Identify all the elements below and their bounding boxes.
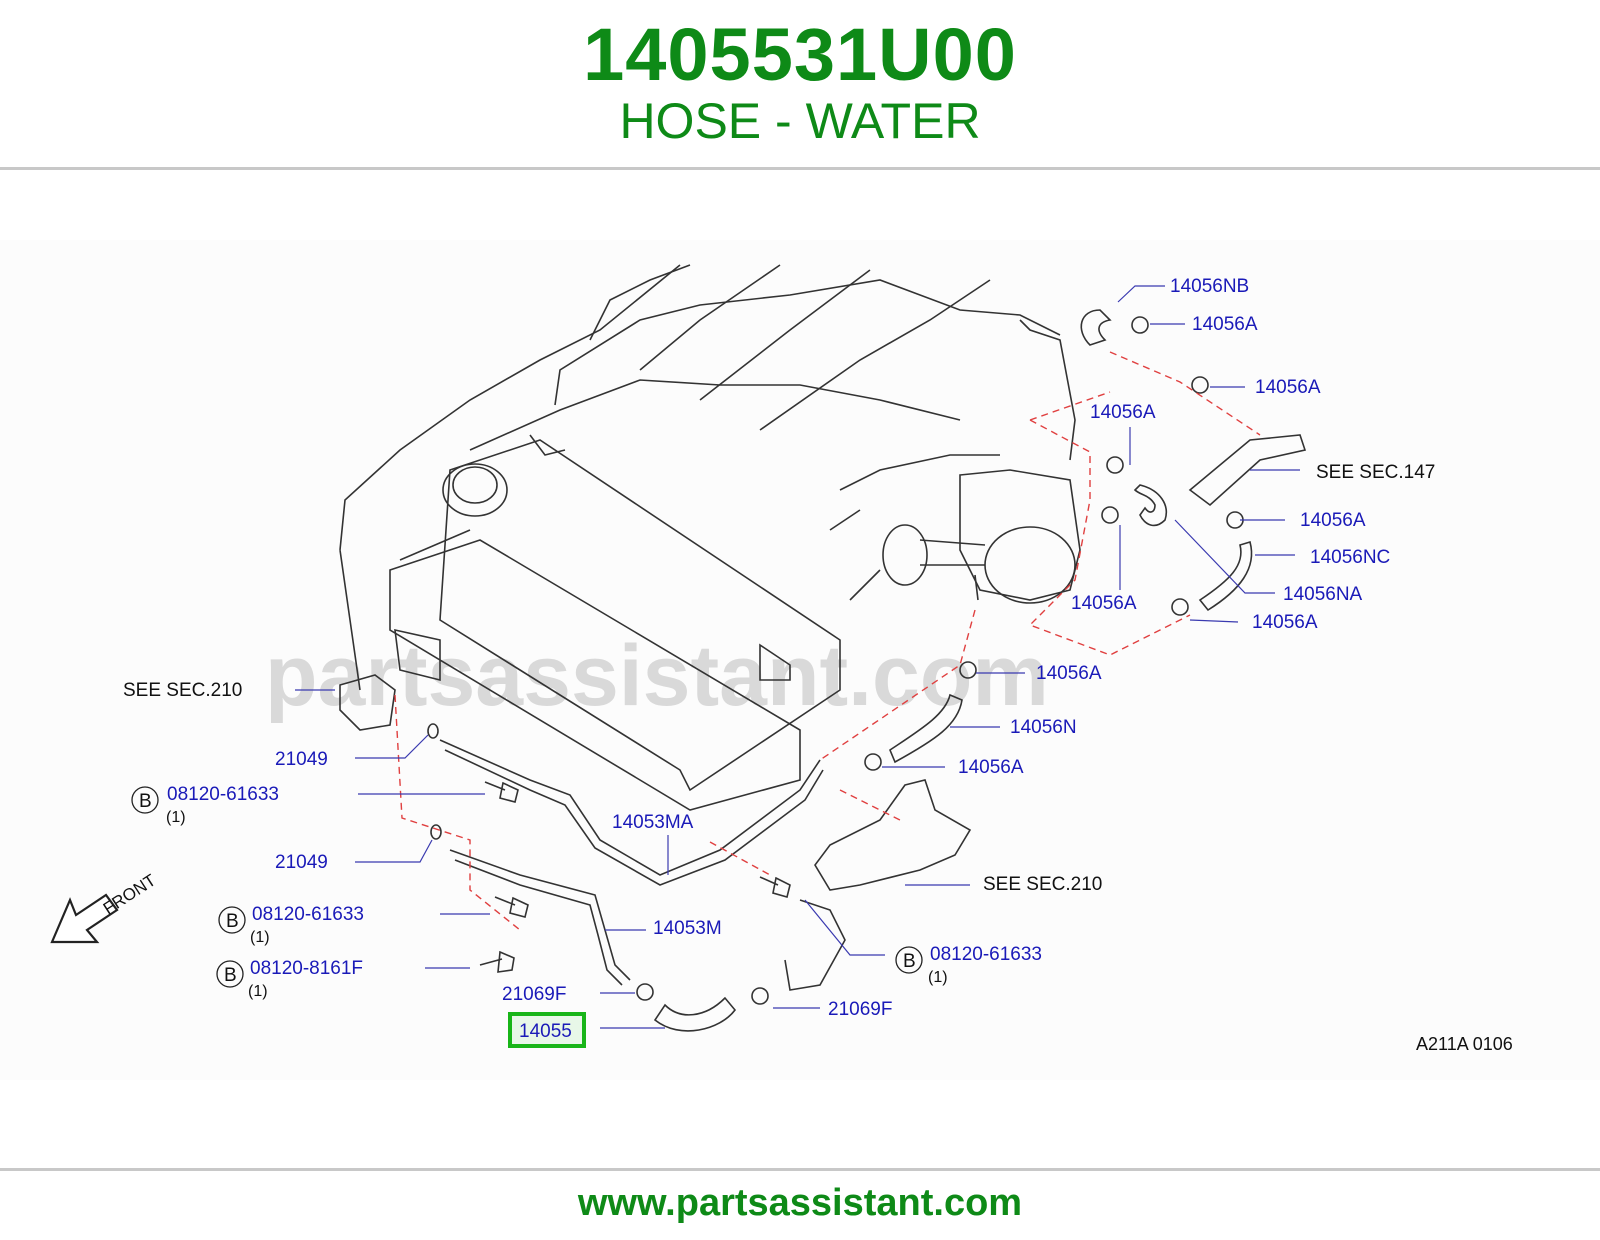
engine-drawing bbox=[339, 264, 1307, 1032]
parts-diagram: partsassistant.com bbox=[0, 240, 1600, 1080]
label-14056A: 14056A bbox=[1255, 377, 1321, 398]
leader-lines bbox=[295, 285, 1300, 1029]
label-14056NB: 14056NB bbox=[1170, 276, 1249, 297]
label-08120-61633: 08120-61633 bbox=[167, 784, 279, 805]
label-21049: 21049 bbox=[275, 749, 328, 770]
front-arrow-icon bbox=[50, 893, 119, 944]
watermark: partsassistant.com bbox=[265, 628, 1049, 724]
assembly-dashed-lines bbox=[394, 351, 1261, 931]
label-21069F: 21069F bbox=[502, 984, 566, 1005]
qty-label: (1) bbox=[250, 929, 270, 946]
label-08120-61633: 08120-61633 bbox=[252, 904, 364, 925]
label-see-sec-147: SEE SEC.147 bbox=[1316, 462, 1435, 483]
bolt-callout-3: B 08120-61633 (1) bbox=[895, 944, 1042, 986]
b-symbol: B bbox=[139, 791, 152, 812]
diagram-background bbox=[0, 240, 1600, 1080]
b-symbol: B bbox=[224, 965, 237, 986]
label-14056NA: 14056NA bbox=[1283, 584, 1363, 605]
part-number-title: 1405531U00 bbox=[583, 13, 1017, 96]
label-14056NC: 14056NC bbox=[1310, 547, 1390, 568]
b-symbol: B bbox=[226, 911, 239, 932]
label-14056N: 14056N bbox=[1010, 717, 1077, 738]
label-see-sec-210-right: SEE SEC.210 bbox=[983, 874, 1102, 895]
bolt-callout-1: B 08120-61633 (1) bbox=[131, 784, 279, 826]
label-08120-8161F: 08120-8161F bbox=[250, 958, 363, 979]
part-labels: 14056NB 14056A 14056A 14056A SEE SEC.147… bbox=[123, 276, 1513, 1054]
footer-website-link[interactable]: www.partsassistant.com bbox=[577, 1182, 1023, 1224]
qty-label: (1) bbox=[166, 809, 186, 826]
label-08120-61633: 08120-61633 bbox=[930, 944, 1042, 965]
qty-label: (1) bbox=[248, 983, 268, 1000]
diagram-code: A211A 0106 bbox=[1416, 1034, 1513, 1054]
label-21069F: 21069F bbox=[828, 999, 892, 1020]
label-14056A: 14056A bbox=[1090, 402, 1156, 423]
label-14056A: 14056A bbox=[1252, 612, 1318, 633]
header-divider bbox=[0, 167, 1600, 170]
label-21049: 21049 bbox=[275, 852, 328, 873]
b-symbol: B bbox=[903, 951, 916, 972]
qty-label: (1) bbox=[928, 969, 948, 986]
bolt-callout-2: B 08120-61633 (1) bbox=[218, 904, 364, 946]
label-14056A: 14056A bbox=[1192, 314, 1258, 335]
page-header: 1405531U00 HOSE - WATER bbox=[0, 0, 1600, 168]
label-14055-highlighted[interactable]: 14055 bbox=[519, 1021, 572, 1042]
label-14053MA: 14053MA bbox=[612, 812, 694, 833]
bolt-callout-4: B 08120-8161F (1) bbox=[216, 958, 363, 1000]
label-14056A: 14056A bbox=[1071, 593, 1137, 614]
highlight-box bbox=[508, 1012, 586, 1048]
label-14053M: 14053M bbox=[653, 918, 722, 939]
label-see-sec-210-left: SEE SEC.210 bbox=[123, 680, 242, 701]
footer-divider bbox=[0, 1168, 1600, 1171]
label-14056A: 14056A bbox=[1036, 663, 1102, 684]
label-14056A: 14056A bbox=[958, 757, 1024, 778]
part-name-subtitle: HOSE - WATER bbox=[619, 93, 981, 149]
label-14056A: 14056A bbox=[1300, 510, 1366, 531]
